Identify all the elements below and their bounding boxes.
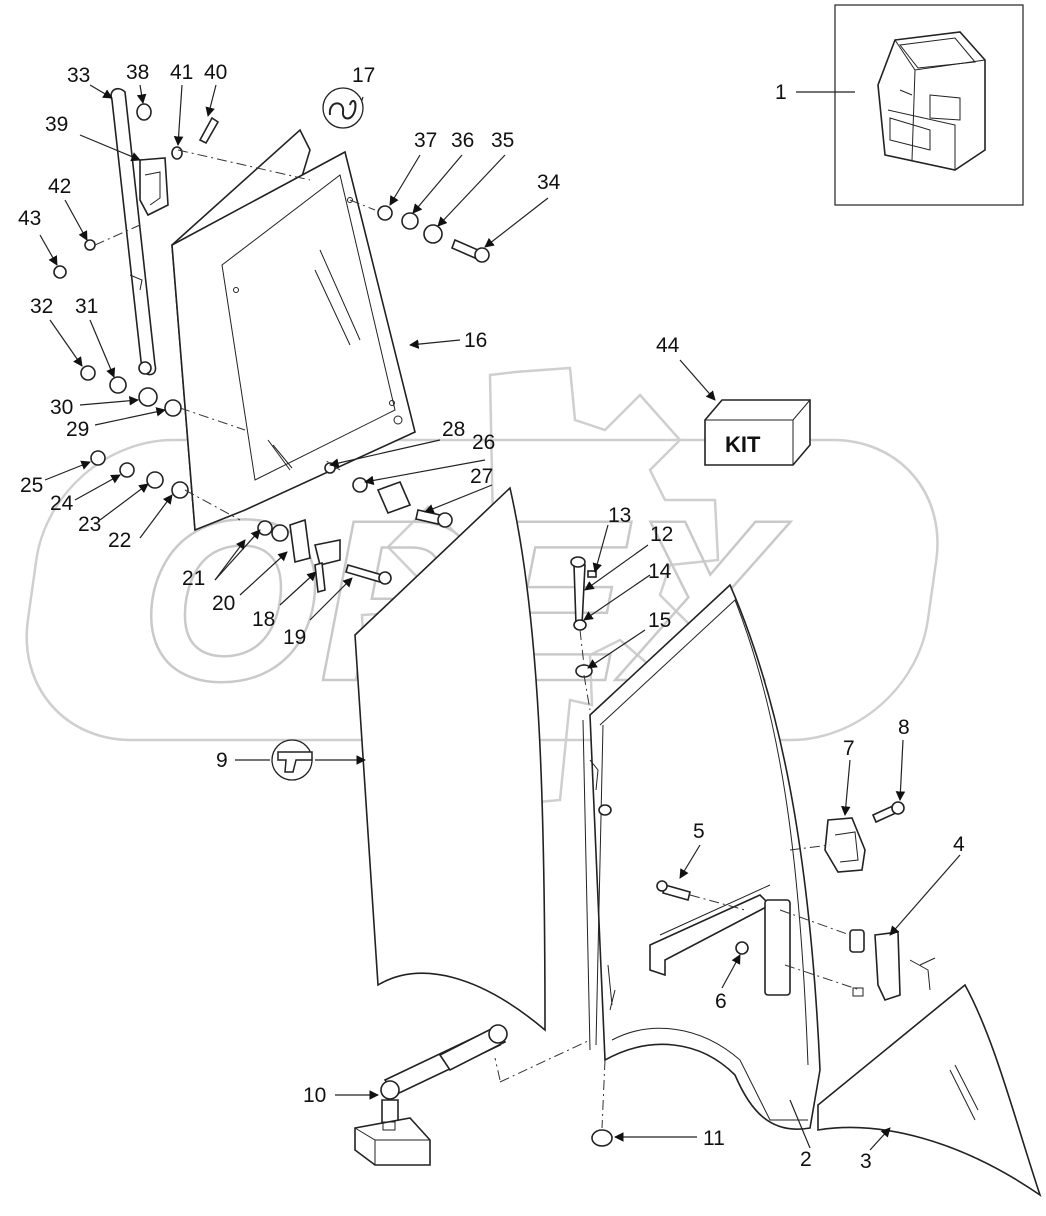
callout-39: 39 bbox=[45, 113, 68, 136]
callout-29: 29 bbox=[66, 418, 89, 441]
callout-30: 30 bbox=[50, 396, 73, 419]
callout-26: 26 bbox=[472, 431, 495, 454]
leader-lines bbox=[39, 84, 961, 1151]
door-frame bbox=[582, 583, 821, 1130]
callout-35: 35 bbox=[491, 129, 514, 152]
callout-23: 23 bbox=[78, 513, 101, 536]
callout-18: 18 bbox=[252, 608, 275, 631]
callout-9: 9 bbox=[216, 749, 228, 772]
adhesive-gun-icon bbox=[271, 739, 313, 781]
callout-4: 4 bbox=[953, 833, 965, 856]
grab-rail bbox=[110, 88, 169, 376]
callout-7: 7 bbox=[843, 737, 855, 760]
callout-24: 24 bbox=[50, 492, 74, 515]
callout-25: 25 bbox=[20, 474, 43, 497]
callout-43: 43 bbox=[18, 207, 41, 230]
callout-21: 21 bbox=[182, 567, 205, 590]
callouts: 1 2 3 4 5 6 7 8 9 10 11 12 13 14 15 16 1… bbox=[18, 61, 965, 1173]
callout-6: 6 bbox=[715, 990, 727, 1013]
callout-27: 27 bbox=[470, 465, 493, 488]
callout-16: 16 bbox=[464, 329, 487, 352]
callout-12: 12 bbox=[650, 523, 673, 546]
callout-41: 41 bbox=[170, 61, 193, 84]
callout-1: 1 bbox=[775, 81, 787, 104]
sealant-symbol-icon bbox=[322, 87, 364, 129]
callout-33: 33 bbox=[67, 64, 90, 87]
kit-label: KIT bbox=[725, 432, 761, 457]
callout-15: 15 bbox=[648, 609, 671, 632]
assembly-lines bbox=[94, 149, 861, 1129]
callout-31: 31 bbox=[75, 295, 98, 318]
callout-36: 36 bbox=[451, 129, 474, 152]
callout-2: 2 bbox=[800, 1148, 812, 1171]
gas-strut bbox=[354, 1024, 508, 1166]
callout-10: 10 bbox=[303, 1084, 326, 1107]
door-glass bbox=[354, 486, 546, 1032]
callout-28: 28 bbox=[442, 418, 465, 441]
callout-17: 17 bbox=[352, 64, 375, 87]
cab-thumbnail bbox=[834, 4, 1024, 206]
callout-5: 5 bbox=[693, 820, 705, 843]
callout-38: 38 bbox=[126, 61, 149, 84]
callout-22: 22 bbox=[108, 529, 131, 552]
callout-34: 34 bbox=[537, 171, 561, 194]
callout-42: 42 bbox=[48, 175, 71, 198]
kit-box: KIT bbox=[704, 399, 811, 466]
callout-44: 44 bbox=[656, 334, 680, 357]
callout-19: 19 bbox=[283, 626, 306, 649]
callout-37: 37 bbox=[414, 129, 437, 152]
callout-13: 13 bbox=[608, 504, 631, 527]
callout-3: 3 bbox=[860, 1150, 872, 1173]
rear-glass-panel bbox=[171, 128, 416, 532]
callout-14: 14 bbox=[648, 560, 672, 583]
callout-32: 32 bbox=[30, 295, 53, 318]
callout-40: 40 bbox=[204, 61, 227, 84]
callout-11: 11 bbox=[703, 1127, 725, 1150]
side-quarter-glass bbox=[817, 983, 1042, 1198]
hardware bbox=[53, 103, 936, 1147]
callout-8: 8 bbox=[898, 716, 910, 739]
callout-20: 20 bbox=[212, 592, 235, 615]
